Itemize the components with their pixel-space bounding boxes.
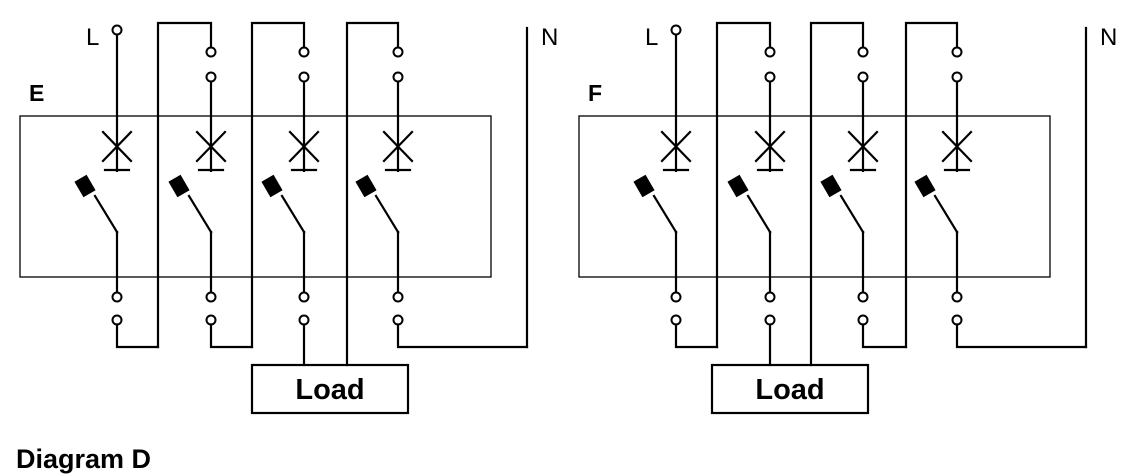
bottom-terminal-icon bbox=[857, 314, 869, 326]
line-terminal-icon bbox=[670, 24, 682, 36]
top-terminal-icon bbox=[764, 71, 776, 83]
bottom-terminal-icon bbox=[392, 291, 404, 303]
top-terminal-icon bbox=[857, 71, 869, 83]
switch-handle-icon bbox=[355, 174, 377, 198]
switch-handle-icon bbox=[914, 174, 936, 198]
top-terminal-icon bbox=[205, 71, 217, 83]
load-box bbox=[710, 363, 870, 415]
bottom-terminal-icon bbox=[670, 314, 682, 326]
breaker-enclosure bbox=[578, 115, 1051, 278]
neutral-return-wire bbox=[396, 323, 529, 349]
switch-handle-icon bbox=[820, 174, 842, 198]
breaker-cross-icon bbox=[101, 130, 133, 163]
top-terminal-icon bbox=[951, 46, 963, 58]
switch-blade bbox=[187, 194, 213, 234]
jumper-wire-1 bbox=[156, 21, 213, 349]
switch-handle-icon bbox=[261, 174, 283, 198]
breaker-enclosure bbox=[19, 115, 492, 278]
top-terminal-icon bbox=[764, 46, 776, 58]
bottom-terminal-icon bbox=[392, 314, 404, 326]
bottom-terminal-icon bbox=[298, 291, 310, 303]
bottom-terminal-icon bbox=[205, 291, 217, 303]
bottom-terminal-icon bbox=[764, 314, 776, 326]
pole-1 bbox=[74, 24, 160, 349]
bottom-jumper-wire bbox=[674, 323, 719, 349]
switch-handle-icon bbox=[168, 174, 190, 198]
breaker-cross-icon bbox=[660, 130, 692, 163]
bottom-terminal-icon bbox=[111, 314, 123, 326]
top-terminal-icon bbox=[392, 46, 404, 58]
breaker-cross-icon bbox=[288, 130, 320, 163]
switch-blade bbox=[839, 194, 865, 234]
neutral-label: N bbox=[541, 24, 558, 51]
pole-2 bbox=[168, 46, 254, 349]
top-terminal-icon bbox=[298, 71, 310, 83]
pole-4 bbox=[355, 46, 529, 349]
jumper-wire-3 bbox=[345, 21, 400, 367]
diagram-label: E bbox=[29, 80, 44, 106]
pole-2 bbox=[727, 46, 786, 367]
bottom-terminal-icon bbox=[764, 291, 776, 303]
pole-4 bbox=[914, 46, 1088, 349]
load-box bbox=[250, 363, 410, 415]
switch-handle-icon bbox=[74, 174, 96, 198]
breaker-cross-icon bbox=[941, 130, 973, 163]
bottom-terminal-icon bbox=[857, 291, 869, 303]
breaker-cross-icon bbox=[195, 130, 227, 163]
switch-blade bbox=[280, 194, 306, 234]
bottom-terminal-icon bbox=[111, 291, 123, 303]
bottom-terminal-icon bbox=[205, 314, 217, 326]
switch-blade bbox=[93, 194, 119, 234]
jumper-wire-2 bbox=[809, 21, 865, 367]
load-label: Load bbox=[755, 374, 824, 406]
switch-blade bbox=[652, 194, 678, 234]
neutral-return-wire bbox=[955, 323, 1088, 349]
top-terminal-icon bbox=[857, 46, 869, 58]
bottom-terminal-icon bbox=[298, 314, 310, 326]
breaker-cross-icon bbox=[754, 130, 786, 163]
top-terminal-icon bbox=[298, 46, 310, 58]
pole-3 bbox=[820, 46, 908, 349]
jumper-wire-2 bbox=[250, 21, 306, 349]
neutral-label: N bbox=[1100, 24, 1117, 51]
switch-handle-icon bbox=[633, 174, 655, 198]
diagram-e: E L N Load bbox=[19, 21, 558, 415]
load-label: Load bbox=[295, 374, 364, 406]
bottom-terminal-icon bbox=[670, 291, 682, 303]
line-label: L bbox=[86, 24, 99, 51]
top-terminal-icon bbox=[951, 71, 963, 83]
diagram-label: F bbox=[588, 80, 602, 106]
jumper-wire-1 bbox=[715, 21, 772, 349]
jumper-wire-3 bbox=[904, 21, 959, 349]
pole-1 bbox=[633, 24, 719, 349]
switch-blade bbox=[374, 194, 400, 234]
diagram-caption: Diagram D bbox=[16, 444, 152, 474]
diagram-f: F L N Load bbox=[578, 21, 1117, 415]
bottom-jumper-wire bbox=[861, 323, 908, 349]
bottom-jumper-wire bbox=[209, 323, 254, 349]
breaker-cross-icon bbox=[847, 130, 879, 163]
line-terminal-icon bbox=[111, 24, 123, 36]
top-terminal-icon bbox=[392, 71, 404, 83]
switch-blade bbox=[933, 194, 959, 234]
switch-blade bbox=[746, 194, 772, 234]
breaker-cross-icon bbox=[382, 130, 414, 163]
line-label: L bbox=[645, 24, 658, 51]
pole-3 bbox=[261, 46, 320, 367]
top-terminal-icon bbox=[205, 46, 217, 58]
bottom-terminal-icon bbox=[951, 291, 963, 303]
switch-handle-icon bbox=[727, 174, 749, 198]
bottom-terminal-icon bbox=[951, 314, 963, 326]
bottom-jumper-wire bbox=[115, 323, 160, 349]
